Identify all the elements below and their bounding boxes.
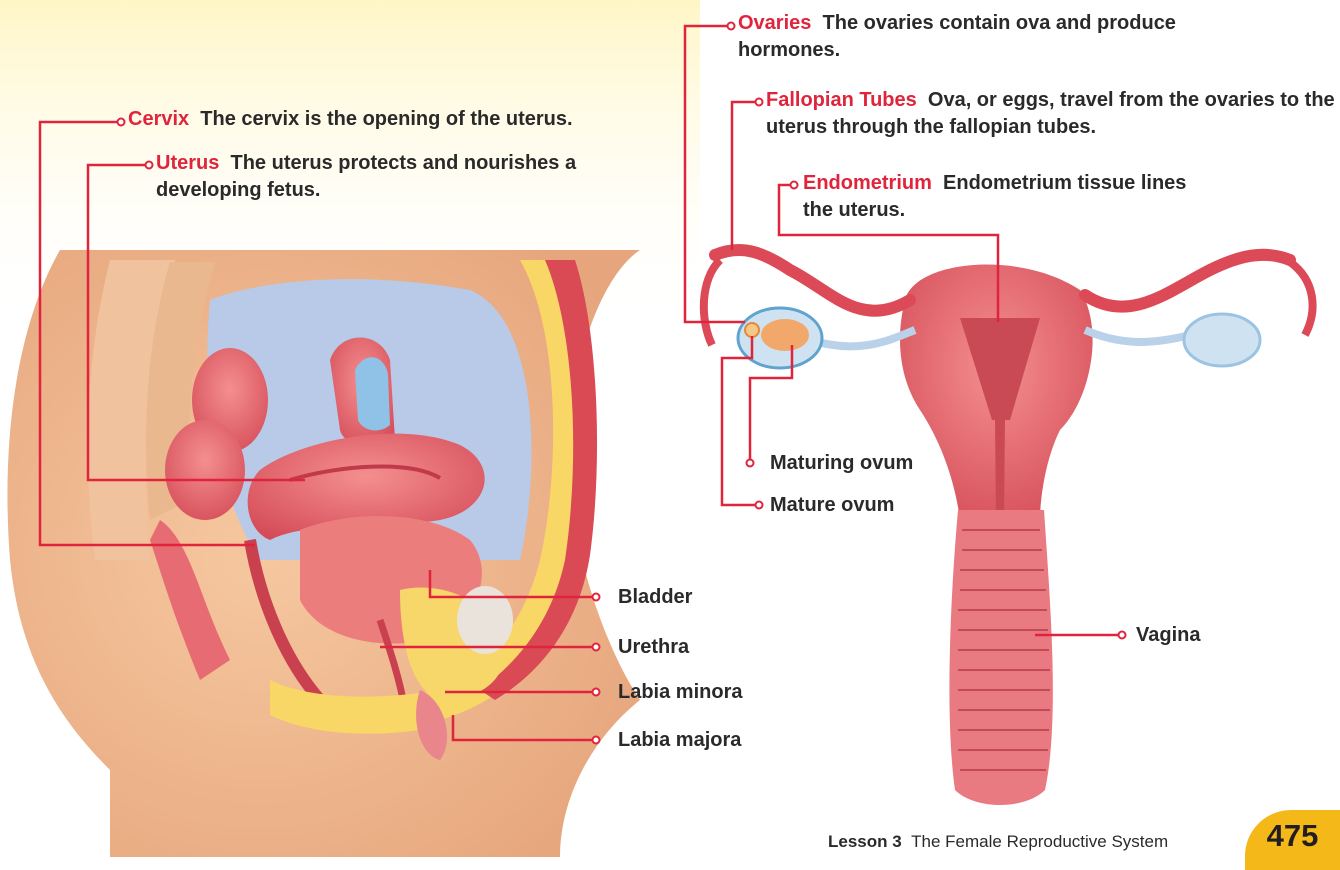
lesson-number: Lesson 3 (828, 832, 902, 851)
lesson-title: The Female Reproductive System (911, 832, 1168, 851)
left-fallopian-tube (715, 250, 910, 311)
right-fimbriae (1290, 262, 1313, 335)
left-fimbriae (704, 260, 720, 345)
endometrium-callout: Endometrium Endometrium tissue lines the… (803, 170, 1193, 224)
intestine-loop (165, 420, 245, 520)
mature-ovum (745, 323, 759, 337)
vagina-label: Vagina (1136, 623, 1200, 647)
vagina-body (949, 510, 1052, 805)
page-footer: Lesson 3 The Female Reproductive System (828, 832, 1168, 852)
blue-cavity (355, 357, 390, 430)
urethra-label: Urethra (618, 635, 689, 659)
frontal-uterus-illustration (704, 250, 1313, 805)
mature-ovum-label: Mature ovum (770, 493, 894, 517)
cervix-description: The cervix is the opening of the uterus. (200, 108, 572, 130)
fallopian-tubes-term: Fallopian Tubes (766, 89, 917, 111)
fallopian-leader (732, 102, 755, 250)
right-ovary (1184, 314, 1260, 366)
right-fallopian-tube (1085, 255, 1290, 307)
cervix-term: Cervix (128, 108, 189, 130)
cervical-canal (995, 420, 1005, 520)
fallopian-tubes-callout: Fallopian Tubes Ova, or eggs, travel fro… (766, 87, 1336, 141)
endometrium-term: Endometrium (803, 172, 932, 194)
bladder-label: Bladder (618, 585, 692, 609)
labia-minora-label: Labia minora (618, 680, 742, 704)
maturing-ovum (761, 319, 809, 351)
uterus-callout: Uterus The uterus protects and nourishes… (156, 150, 636, 204)
maturing-ovum-label: Maturing ovum (770, 451, 913, 475)
ovaries-term: Ovaries (738, 12, 811, 34)
uterus-description: The uterus protects and nourishes a deve… (156, 152, 576, 201)
labia-majora-label: Labia majora (618, 728, 741, 752)
sagittal-section-illustration (7, 250, 640, 857)
cervix-callout: Cervix The cervix is the opening of the … (128, 106, 688, 133)
uterus-term: Uterus (156, 152, 219, 174)
left-ovarian-ligament (810, 330, 915, 346)
right-ovarian-ligament (1085, 330, 1190, 342)
ovaries-callout: Ovaries The ovaries contain ova and prod… (738, 10, 1258, 64)
